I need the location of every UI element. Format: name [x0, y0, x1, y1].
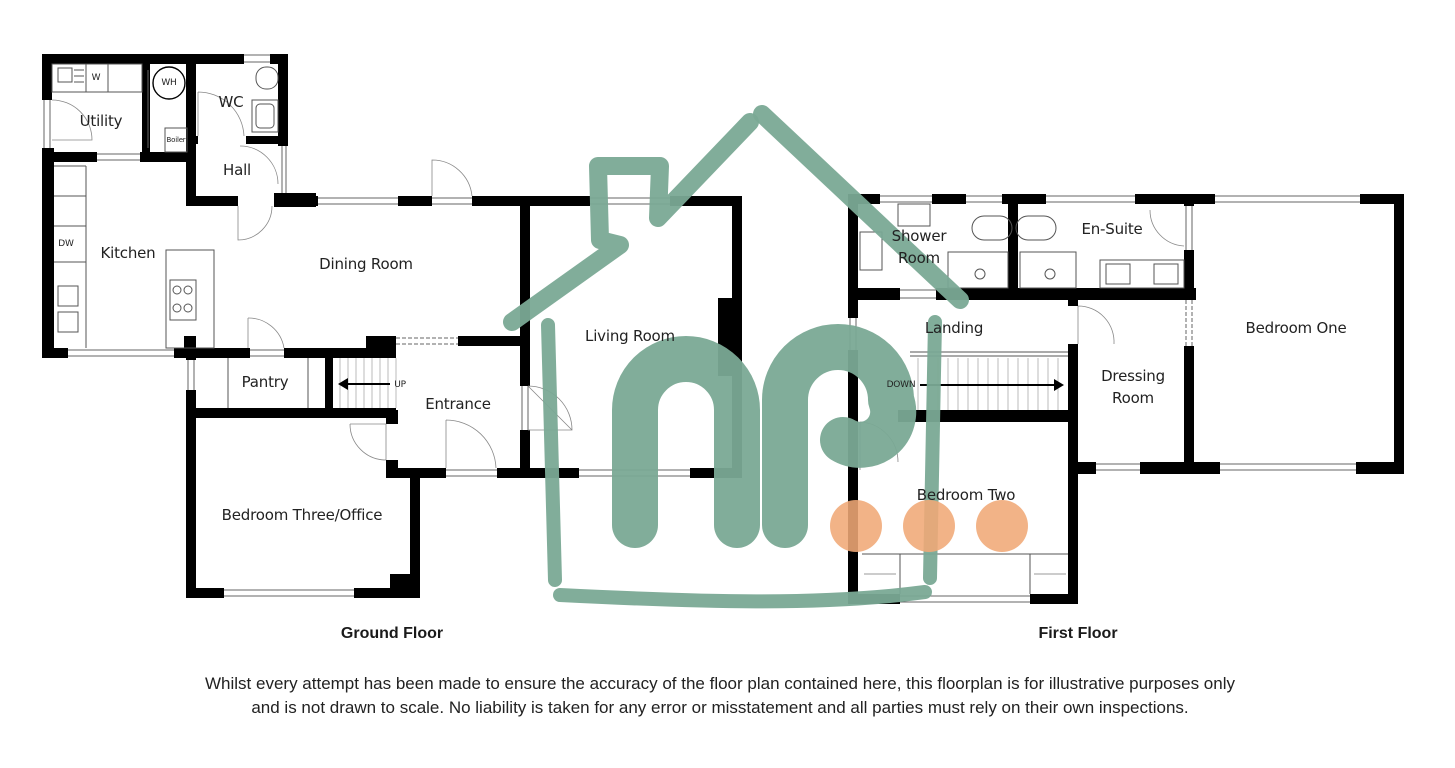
room-label-dressing-room-line1: Dressing — [1101, 367, 1165, 385]
room-label-bedroom-one: Bedroom One — [1245, 319, 1347, 337]
room-label-dressing-room-line2: Room — [1112, 389, 1154, 407]
room-label-utility: Utility — [79, 112, 123, 130]
room-label-dining-room: Dining Room — [319, 255, 413, 273]
disclaimer-text: Whilst every attempt has been made to en… — [205, 674, 1235, 717]
room-label-shower-room-line2: Room — [898, 249, 940, 267]
room-label-entrance: Entrance — [425, 395, 491, 413]
room-label-wc: WC — [218, 93, 244, 111]
room-label-en-suite: En-Suite — [1081, 220, 1143, 238]
ground-floor-walls — [42, 54, 742, 598]
stairs-up-arrow-icon — [338, 378, 348, 390]
stairs-up-label: UP — [394, 380, 406, 390]
fixture-label-water-heater: WH — [161, 78, 177, 88]
room-label-bedroom-three: Bedroom Three/Office — [221, 506, 383, 524]
room-label-kitchen: Kitchen — [100, 244, 156, 262]
ground-floor-fixtures — [51, 63, 397, 408]
fixture-label-dishwasher: DW — [58, 239, 74, 249]
fixture-label-boiler: Boiler — [166, 136, 186, 144]
watermark-logo — [503, 105, 969, 609]
stairs-down-label: DOWN — [886, 380, 916, 390]
stairs-down-arrow-icon — [1054, 379, 1064, 391]
watermark-dots — [830, 500, 1028, 552]
ground-floor-windows — [43, 54, 690, 597]
room-label-bedroom-two: Bedroom Two — [916, 486, 1016, 504]
ground-floor-doors — [51, 91, 573, 469]
fixture-label-washer: W — [91, 73, 101, 83]
room-label-living-room: Living Room — [585, 327, 675, 345]
room-label-hall: Hall — [222, 161, 252, 179]
room-label-landing: Landing — [924, 319, 984, 337]
room-label-shower-room-line1: Shower — [891, 227, 947, 245]
first-floor-title: First Floor — [1038, 625, 1118, 642]
ground-floor-title: Ground Floor — [340, 625, 444, 642]
room-label-pantry: Pantry — [241, 373, 289, 391]
